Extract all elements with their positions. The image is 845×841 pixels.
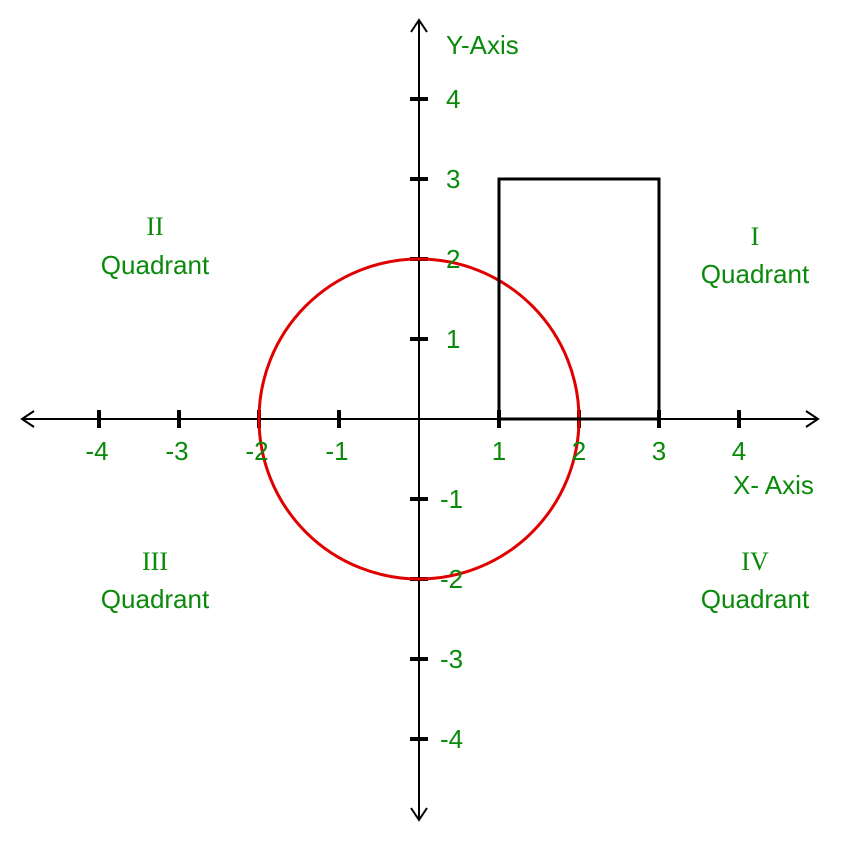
y-axis-label: Y-Axis [446, 30, 519, 60]
y-tick-label: 4 [446, 84, 460, 114]
y-tick-label: -2 [440, 564, 463, 594]
y-axis-bottom-arrow [410, 807, 428, 822]
quadrant-word: Quadrant [701, 584, 810, 614]
axes-group [20, 18, 820, 822]
x-axis-left-arrow [20, 410, 35, 428]
x-axis-right-arrow [805, 410, 820, 428]
y-axis-top-arrow [410, 18, 428, 33]
x-tick-label: -3 [165, 436, 188, 466]
quadrant-word: Quadrant [101, 250, 210, 280]
quadrant-numeral: III [142, 547, 168, 576]
quadrant-word: Quadrant [101, 584, 210, 614]
x-tick-label: 3 [652, 436, 666, 466]
quadrant-numeral: IV [741, 547, 769, 576]
x-tick-label: 1 [492, 436, 506, 466]
y-tick-label: 1 [446, 324, 460, 354]
quadrant-numeral: II [146, 212, 163, 241]
y-tick-label: 2 [446, 244, 460, 274]
quadrant-numeral: I [751, 222, 760, 251]
black-rectangle [497, 177, 661, 421]
quadrant-word: Quadrant [701, 259, 810, 289]
labels-group: -4 -3 -2 -1 1 2 3 4 4 3 2 1 -1 -2 -3 -4 Y-Axis X- Axis I Qu… [85, 30, 813, 754]
y-tick-label: -3 [440, 644, 463, 674]
x-tick-label: 4 [732, 436, 746, 466]
x-tick-label: 2 [572, 436, 586, 466]
y-tick-label: -4 [440, 724, 463, 754]
x-axis-label: X- Axis [733, 470, 814, 500]
x-tick-label: -1 [325, 436, 348, 466]
y-tick-label: -1 [440, 484, 463, 514]
quadrant-ii-label: II Quadrant [101, 212, 210, 280]
x-tick-label: -2 [245, 436, 268, 466]
quadrant-iii-label: III Quadrant [101, 547, 210, 614]
x-tick-label: -4 [85, 436, 108, 466]
shapes-group [257, 177, 661, 581]
quadrant-i-label: I Quadrant [701, 222, 810, 289]
y-tick-label: 3 [446, 164, 460, 194]
quadrant-iv-label: IV Quadrant [701, 547, 810, 614]
